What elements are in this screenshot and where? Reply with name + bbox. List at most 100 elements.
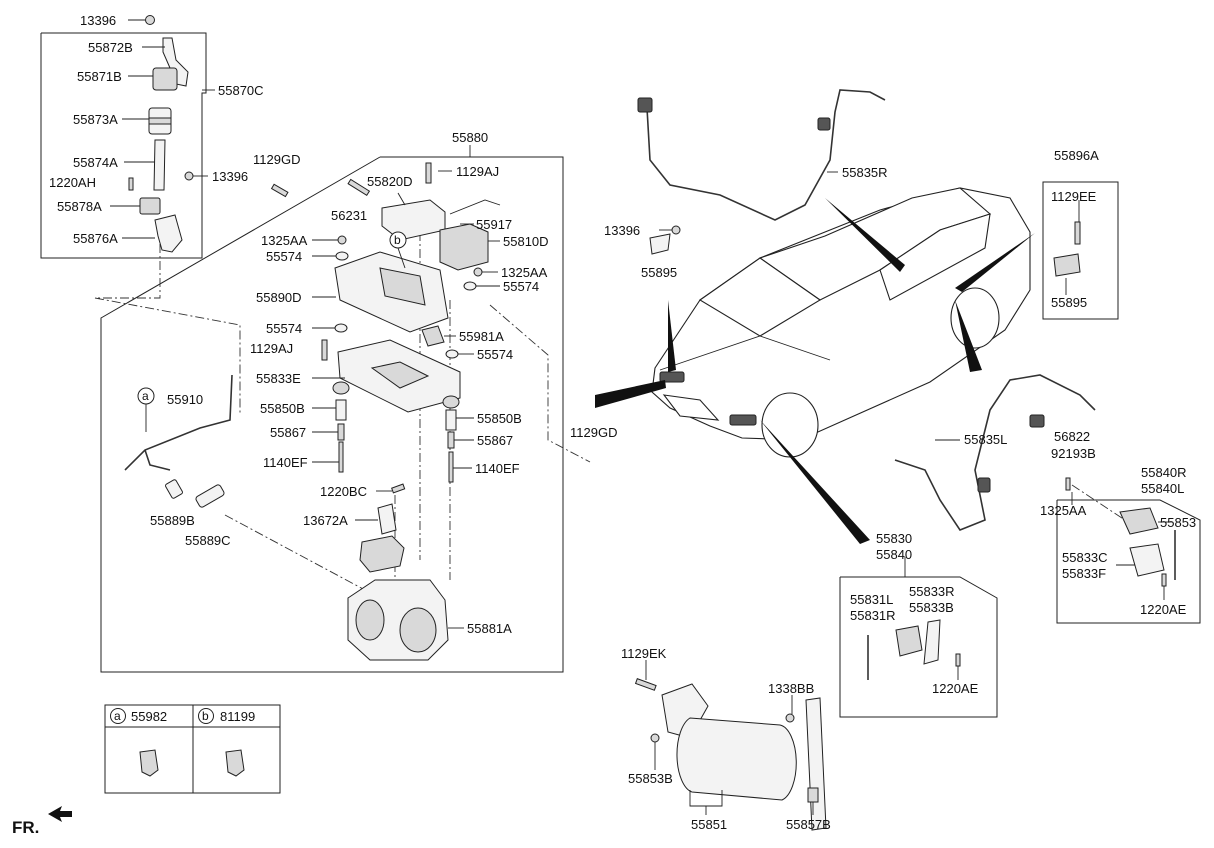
label-55890D: 55890D xyxy=(256,290,302,305)
washer-55574-b-icon xyxy=(463,281,477,291)
label-55853: 55853 xyxy=(1160,515,1196,530)
leader xyxy=(397,192,406,206)
sleeve-55889C-icon xyxy=(195,484,225,508)
label-13396-mid: 13396 xyxy=(212,169,248,184)
label-55574-b: 55574 xyxy=(503,279,539,294)
callout-b-text: b xyxy=(394,233,401,247)
label-55574-d: 55574 xyxy=(477,347,513,362)
pointer-front-up xyxy=(668,300,676,372)
clip-55982-icon xyxy=(139,749,159,777)
label-1129EE: 1129EE xyxy=(1051,189,1097,204)
label-1220BC: 1220BC xyxy=(320,484,367,499)
label-55857B: 55857B xyxy=(786,817,831,832)
label-55810D: 55810D xyxy=(503,234,549,249)
car-rear-wheel xyxy=(950,287,1000,349)
label-1325AA-left: 1325AA xyxy=(261,233,308,248)
label-1220AH: 1220AH xyxy=(49,175,96,190)
front-direction: FR. xyxy=(12,806,72,837)
pointer-front-left xyxy=(595,380,666,408)
label-55840: 55840 xyxy=(876,547,912,562)
sleeve-55867-right-icon xyxy=(447,431,455,449)
label-55831L: 55831L xyxy=(850,592,893,607)
relay-13672A-icon xyxy=(359,535,405,573)
label-1325AA-right: 1325AA xyxy=(501,265,548,280)
label-1140EF-left: 1140EF xyxy=(263,455,308,470)
dash-line xyxy=(224,514,366,591)
bracket-55876A-icon xyxy=(154,214,183,253)
car-illustration xyxy=(595,89,1096,544)
legend-b-letter: b xyxy=(202,709,209,723)
label-55880: 55880 xyxy=(452,130,488,145)
sleeve-55867-left-icon xyxy=(337,423,345,441)
frame-55840R-box xyxy=(1056,499,1201,624)
wire-harness-55835R xyxy=(646,89,886,221)
label-1220AE-m: 1220AE xyxy=(932,681,979,696)
valve-55857B-icon xyxy=(807,787,819,803)
car-windshield xyxy=(698,257,822,337)
car-headlight-right xyxy=(729,414,757,426)
label-1129GD-top: 1129GD xyxy=(253,152,300,167)
label-55896A: 55896A xyxy=(1054,148,1099,163)
label-55833E: 55833E xyxy=(256,371,301,386)
part-group-55880 xyxy=(124,162,501,661)
label-55833R: 55833R xyxy=(909,584,955,599)
pointer-rear-wheel xyxy=(955,300,982,372)
clip-81199-icon xyxy=(225,749,245,777)
label-55850B-right: 55850B xyxy=(477,411,522,426)
mount-55850B-left-icon xyxy=(332,381,350,395)
car-hood-line xyxy=(659,335,831,371)
label-55873A: 55873A xyxy=(73,112,118,127)
pointer-sensor-rear xyxy=(955,233,1035,292)
nut-1325AA-right-icon xyxy=(473,267,483,277)
bolt-1129GD-icon xyxy=(270,183,289,198)
washer-55574-a-icon xyxy=(335,251,349,261)
label-55574-c: 55574 xyxy=(266,321,302,336)
bracket-55895-a-icon xyxy=(649,233,671,255)
callouts: a b xyxy=(137,231,407,432)
label-55840L: 55840L xyxy=(1141,481,1184,496)
label-13396: 13396 xyxy=(80,13,116,28)
label-55870C: 55870C xyxy=(218,83,264,98)
fr-label: FR. xyxy=(12,818,39,837)
label-55833C: 55833C xyxy=(1062,550,1108,565)
bolt-92193B-icon xyxy=(1065,477,1071,491)
label-55835R: 55835R xyxy=(842,165,888,180)
label-55874A: 55874A xyxy=(73,155,118,170)
connector-55835R-a xyxy=(637,97,653,113)
label-1338BB: 1338BB xyxy=(768,681,814,696)
label-55574-a: 55574 xyxy=(266,249,302,264)
label-1220AE-r: 1220AE xyxy=(1140,602,1187,617)
fitting-55889B-icon xyxy=(165,479,183,499)
nut-13396-car-icon xyxy=(671,225,681,235)
sensor-55833R-icon xyxy=(895,625,923,657)
frames xyxy=(40,32,1201,794)
bracket-13672A-icon xyxy=(377,503,397,535)
pointer-55835R xyxy=(825,198,905,272)
sensor-55895-b-icon xyxy=(1053,253,1081,277)
spring-55850B-right-icon xyxy=(445,409,457,431)
bracket-1338BB-icon xyxy=(805,697,827,831)
label-55889C: 55889C xyxy=(185,533,231,548)
bracket-55890D-detail xyxy=(379,267,426,306)
clip-55981A-icon xyxy=(421,325,445,347)
frame-55870C-box xyxy=(40,32,207,259)
label-55871B: 55871B xyxy=(77,69,122,84)
label-1325AA-rr: 1325AA xyxy=(1040,503,1087,518)
pointer-front-down xyxy=(760,420,870,544)
spring-55850B-left-icon xyxy=(335,399,347,421)
label-55981A: 55981A xyxy=(459,329,504,344)
pipe-55917-icon xyxy=(449,199,501,215)
cap-55871B-icon xyxy=(152,67,178,91)
mount-55850B-right-icon xyxy=(442,395,460,409)
label-13396-car: 13396 xyxy=(604,223,640,238)
hose-55910-icon xyxy=(124,374,233,471)
dash-line xyxy=(1071,484,1126,521)
label-1129GD-side: 1129GD xyxy=(570,425,617,440)
part-group-55870C xyxy=(128,15,194,253)
label-55820D: 55820D xyxy=(367,174,413,189)
car-side-window xyxy=(879,213,991,301)
label-55917: 55917 xyxy=(476,217,512,232)
label-55881A: 55881A xyxy=(467,621,512,636)
filter-55873A-band xyxy=(148,117,172,125)
